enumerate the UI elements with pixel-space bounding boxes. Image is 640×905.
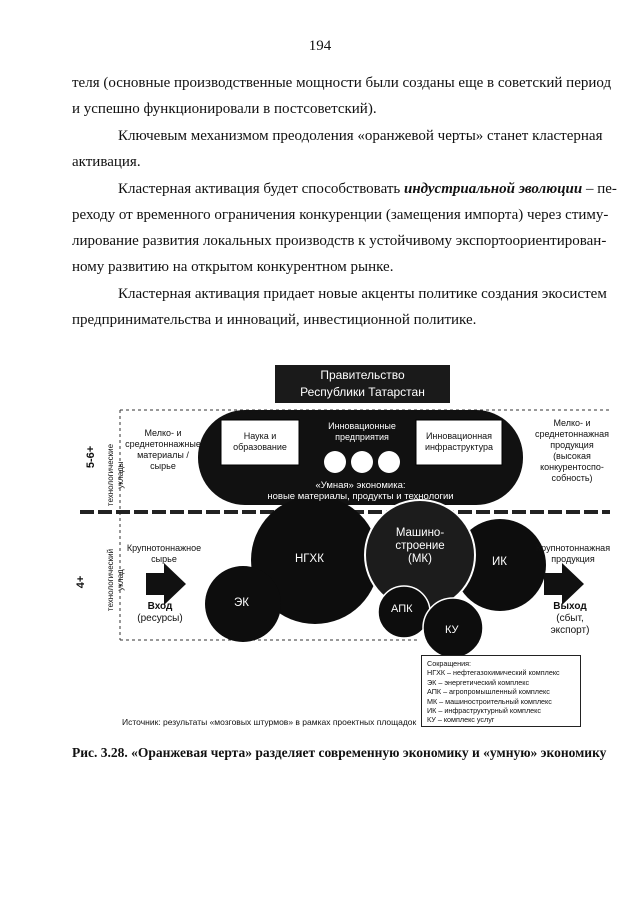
government-line: Правительство: [320, 368, 405, 382]
text-line: среднетоннажные: [125, 439, 201, 449]
upper-level-subtitle-line: технологические: [106, 443, 115, 507]
text-line: Крупнотоннажное: [126, 543, 202, 553]
text-line: Машино-: [395, 527, 445, 539]
text-line: сырье: [150, 461, 176, 471]
abbreviations-title: Сокращения:: [427, 659, 472, 668]
right-bottom-text: Крупнотоннажная продукция: [527, 543, 619, 565]
smart-economy-label: «Умная» экономика: новые материалы, прод…: [228, 480, 493, 502]
paragraph-4: Кластерная активация придает новые акцен…: [72, 281, 607, 333]
text-segment: Кластерная активация будет способствоват…: [118, 181, 404, 197]
mk-label: Машино- строение (МК): [380, 527, 460, 566]
abbreviation-item: ЭК – энергетический комплекс: [427, 677, 530, 687]
text-line: Ключевым механизмом преодоления «оранжев…: [118, 128, 603, 144]
input-label: Вход (ресурсы): [122, 601, 198, 625]
text-line: реходу от временного ограничения конкуре…: [72, 207, 609, 223]
text-line: предпринимательства и инноваций, инвести…: [72, 312, 477, 328]
text-line: инфраструктура: [424, 442, 494, 452]
paragraph-1: теля (основные производственные мощности…: [72, 70, 612, 122]
text-line: Крупнотоннажная: [535, 543, 611, 553]
ngkh-label: НГХК: [295, 553, 324, 565]
text-line: строение: [395, 540, 445, 552]
abbreviation-item: МК – машиностроительный комплекс: [427, 696, 552, 706]
enterprise-dot: [351, 451, 373, 473]
text-line: конкурентоспо-: [540, 462, 604, 472]
government-line: Республики Татарстан: [300, 385, 425, 399]
text-line: материалы /: [137, 450, 189, 460]
apk-label: АПК: [391, 603, 413, 615]
ngkh-circle: [251, 496, 379, 624]
text-line: Инновационная: [425, 431, 493, 441]
infrastructure-label: Инновационная инфраструктура: [416, 431, 502, 453]
text-line: продукция: [551, 554, 595, 564]
output-subtitle: экспорт): [550, 625, 590, 636]
output-title: Выход: [553, 601, 587, 612]
text-line: теля (основные производственные мощности…: [72, 75, 612, 91]
text-line: и успешно функционировали в постсоветски…: [72, 101, 377, 117]
text-line: новые материалы, продукты и технологии: [267, 491, 454, 502]
ku-label: КУ: [445, 624, 459, 636]
figure-source: Источник: результаты «мозговых штурмов» …: [122, 717, 417, 727]
right-top-text: Мелко- и среднетоннажная продукция (высо…: [527, 418, 617, 484]
page-number: 194: [308, 38, 332, 54]
abbreviation-item: ИК – инфраструктурный комплекс: [427, 706, 541, 716]
ik-circle: [454, 519, 546, 611]
text-line: лирование развития локальных производств…: [72, 233, 607, 249]
science-label: Наука и образование: [221, 431, 299, 453]
output-label: Выход (сбыт, экспорт): [530, 601, 610, 637]
emphasized-term: индустриальной эволюции: [403, 181, 583, 197]
enterprise-dot: [378, 451, 400, 473]
text-line: среднетоннажная: [534, 429, 610, 439]
text-line: сырье: [151, 554, 177, 564]
input-subtitle: (ресурсы): [137, 613, 183, 624]
text-line: (высокая: [553, 451, 591, 461]
text-line: ному развитию на открытом конкурентном р…: [72, 259, 394, 275]
paragraph-3: Кластерная активация будет способствоват…: [72, 176, 617, 280]
enterprise-dot: [324, 451, 346, 473]
abbreviation-item: КУ – комплекс услуг: [427, 715, 495, 725]
figure-caption: Рис. 3.28. «Оранжевая черта» разделяет с…: [72, 745, 607, 760]
innovative-enterprises-label: Инновационные предприятия: [312, 421, 412, 443]
output-arrow: [544, 563, 584, 605]
text-line: продукция: [550, 440, 594, 450]
text-line: Инновационные: [328, 421, 396, 431]
text-line: Кластерная активация будет способствоват…: [72, 176, 617, 202]
abbreviations-box: Сокращения: НГХК – нефтегазохимический к…: [421, 655, 581, 727]
text-line: Мелко- и: [553, 418, 591, 428]
text-line: (МК): [408, 553, 432, 565]
output-subtitle: (сбыт,: [556, 613, 584, 624]
text-segment: – пе-: [582, 181, 617, 197]
text-line: собность): [551, 473, 593, 483]
text-line: образование: [233, 442, 287, 452]
ek-circle: [205, 566, 281, 642]
ek-label: ЭК: [234, 597, 249, 609]
text-line: предприятия: [335, 432, 389, 442]
abbreviation-item: АПК – агропромышленный комплекс: [427, 687, 550, 697]
infrastructure-box: [415, 419, 503, 466]
abbreviation-item: НГХК – нефтегазохимический комплекс: [427, 668, 560, 678]
text-line: Наука и: [243, 431, 277, 441]
science-box: [220, 419, 300, 466]
text-line: активация.: [72, 154, 141, 170]
text-line: Кластерная активация придает новые акцен…: [118, 286, 607, 302]
government-box: Правительство Республики Татарстан: [275, 365, 450, 403]
ik-label: ИК: [492, 556, 507, 568]
left-bottom-text: Крупнотоннажное сырье: [118, 543, 210, 565]
text-line: «Умная» экономика:: [315, 480, 406, 491]
left-top-text: Мелко- и среднетоннажные материалы / сыр…: [120, 428, 206, 472]
input-arrow: [146, 563, 186, 605]
text-line: Мелко- и: [144, 428, 182, 438]
paragraph-2: Ключевым механизмом преодоления «оранжев…: [72, 123, 603, 175]
lower-level-subtitle-line: технологический: [106, 548, 115, 612]
input-title: Вход: [147, 601, 173, 612]
